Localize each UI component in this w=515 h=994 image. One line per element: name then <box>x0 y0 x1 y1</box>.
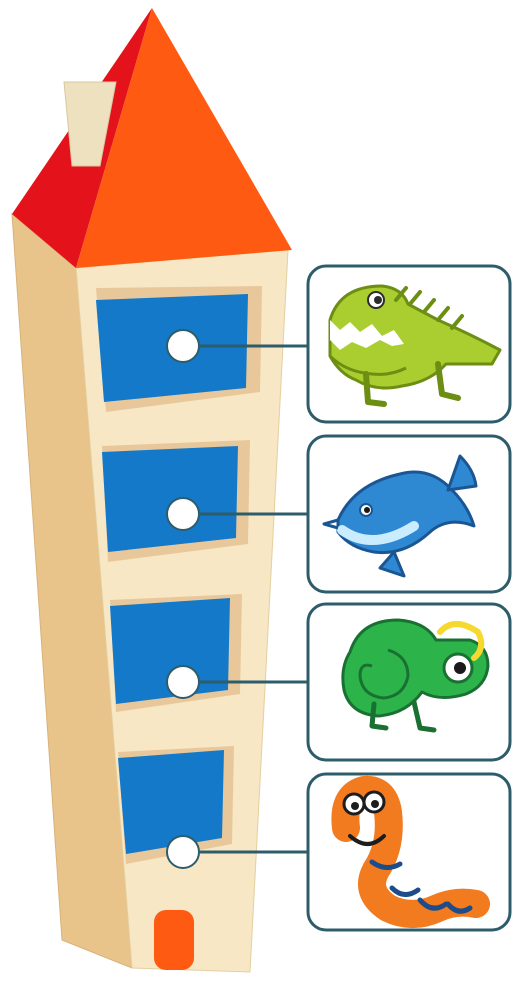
window-4 <box>118 750 224 854</box>
building <box>12 8 292 972</box>
door <box>154 910 194 970</box>
floor-dot-3[interactable] <box>167 666 199 698</box>
floor-dot-4[interactable] <box>167 836 199 868</box>
floor-dot-1[interactable] <box>167 330 199 362</box>
floor-dot-2[interactable] <box>167 498 199 530</box>
window-2 <box>102 446 238 552</box>
